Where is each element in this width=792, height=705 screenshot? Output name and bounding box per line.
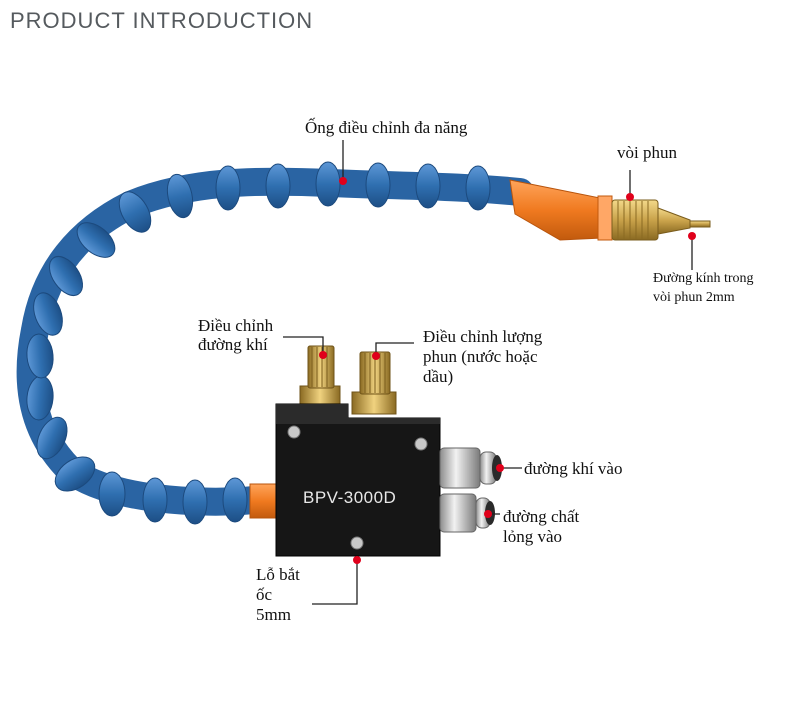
valve-block (275, 403, 441, 557)
label-spray-adjust-line3: dầu) (423, 367, 454, 386)
label-screw-hole-line2: ốc (256, 585, 273, 604)
air-adjust-knob (299, 345, 341, 409)
air-inlet-fitting (439, 447, 502, 489)
label-nozzle: vòi phun (617, 143, 677, 162)
label-spray-adjust-line2: phun (nước hoặc (423, 347, 538, 366)
page-heading: PRODUCT INTRODUCTION (10, 8, 314, 33)
liquid-inlet-fitting (439, 493, 495, 533)
label-air-inlet: đường khí vào (524, 459, 623, 478)
label-screw-hole-line1: Lỗ bắt (256, 565, 300, 584)
red-markers (319, 177, 696, 564)
label-nozzle-diameter-line2: vòi phun 2mm (653, 290, 735, 305)
flexible-hose (16, 161, 534, 525)
label-nozzle-diameter-line1: Đường kính trong (653, 271, 754, 286)
spray-adjust-knob (351, 351, 397, 415)
nozzle-assembly (509, 179, 711, 241)
leader-lines (283, 140, 693, 605)
label-air-adjust-line2: đường khí (198, 335, 268, 354)
label-hose: Ống điều chỉnh đa năng (305, 118, 468, 137)
label-screw-hole-line3: 5mm (256, 605, 291, 624)
label-air-adjust-line1: Điều chỉnh (198, 316, 274, 335)
label-spray-adjust-line1: Điều chỉnh lượng (423, 327, 543, 346)
label-liquid-inlet-line2: lỏng vào (503, 527, 563, 546)
hose-block-coupling (249, 483, 281, 519)
label-liquid-inlet-line1: đường chất (503, 507, 580, 526)
model-label: BPV-3000D (303, 488, 397, 507)
